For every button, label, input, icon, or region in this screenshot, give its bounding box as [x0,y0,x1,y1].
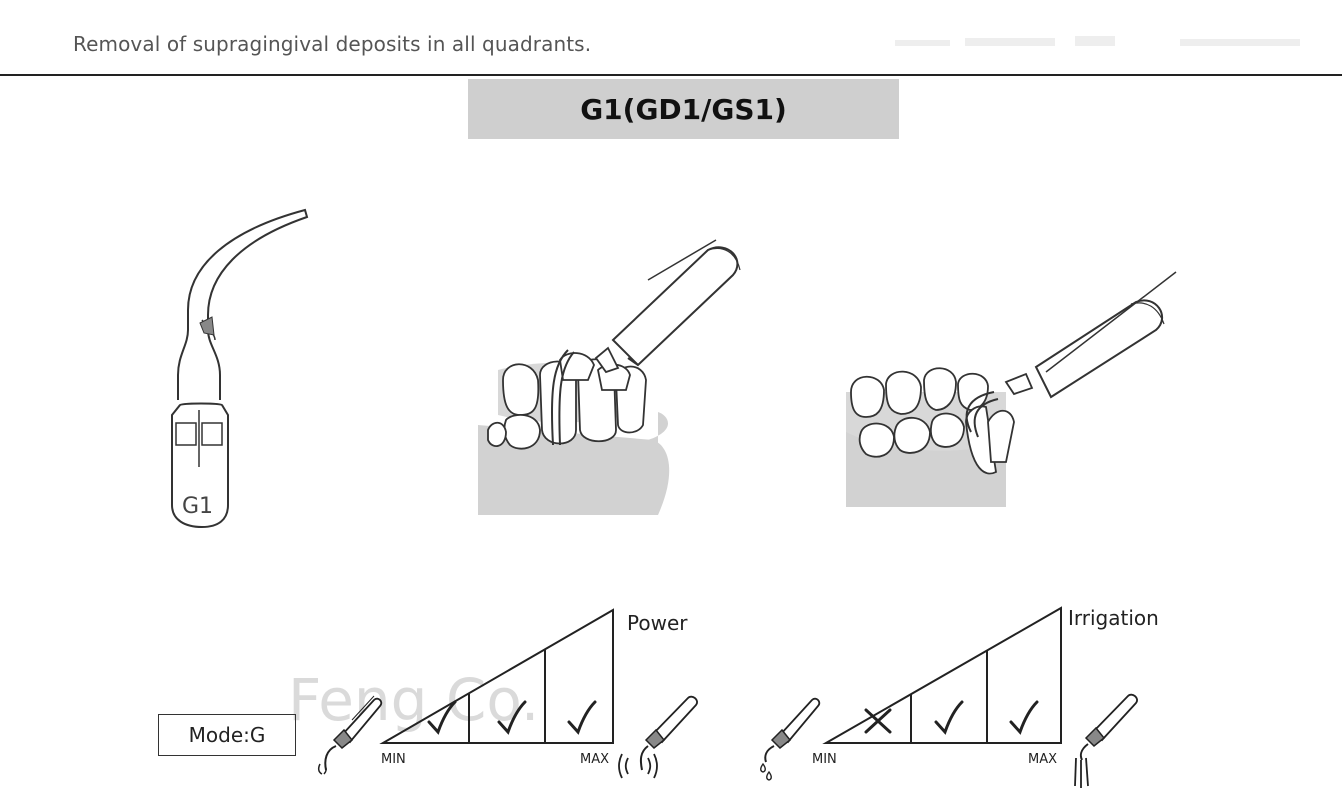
scaler-tip-icon [764,697,821,763]
irrigation-label: Irrigation [1068,606,1159,630]
water-drop-icon [317,763,327,775]
power-min-label: MIN [381,752,406,767]
power-label: Power [627,611,688,635]
water-drop-icon [760,762,772,781]
mode-label: Mode:G [188,723,266,747]
irrigation-level-3-check-mark [1009,700,1039,735]
power-max-label: MAX [580,752,610,767]
scaler-tip-icon: G1 [171,208,309,529]
power-level-2-check-mark [497,700,527,735]
upper-teeth-illustration-icon [478,239,741,515]
irrigation-max-label: MAX [1028,752,1058,767]
irrigation-level-1-cross-mark [864,708,892,734]
header-faded-text-icon [895,36,1300,46]
irrigation-min-label: MIN [812,752,837,767]
power-level-3-check-mark [567,700,597,735]
title-text: G1(GD1/GS1) [580,92,787,126]
header-divider [0,74,1342,76]
header-description: Removal of supragingival deposits in all… [73,32,592,56]
vibration-icon [618,753,658,779]
scaler-tip-icon [1079,693,1138,761]
tip-label: G1 [182,494,213,519]
mode-label-box: Mode:G [158,714,296,756]
irrigation-scale-diagram [822,606,1062,744]
lower-teeth-illustration-icon [846,271,1177,507]
power-level-1-check-mark [427,700,457,735]
power-scale-diagram [379,608,614,744]
scaler-tip-icon [639,695,698,771]
irrigation-level-2-check-mark [934,700,964,735]
title-banner: G1(GD1/GS1) [468,79,899,139]
water-spray-icon [1074,757,1089,788]
